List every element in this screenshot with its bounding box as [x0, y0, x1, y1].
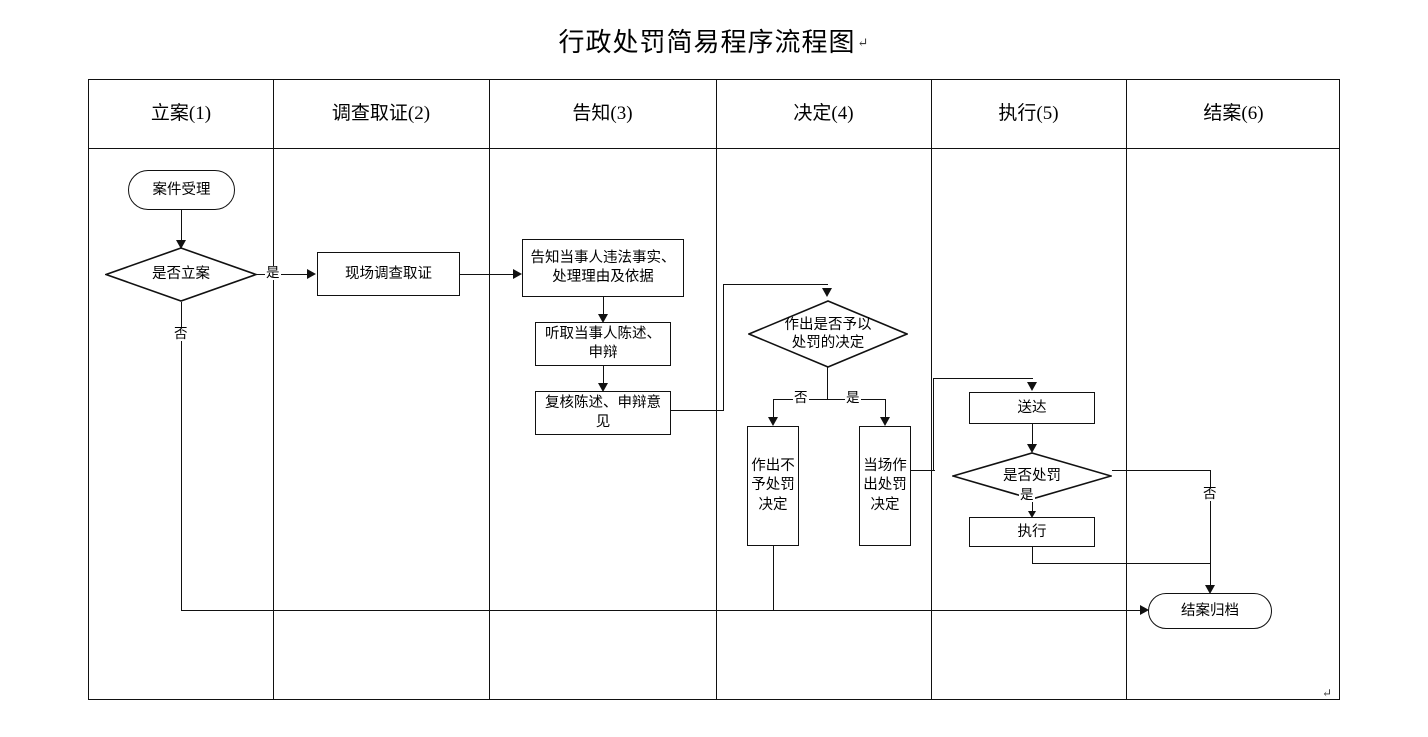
arrow-penalty-yes	[1028, 511, 1036, 518]
node-hear-statement[interactable]: 听取当事人陈述、申辩	[535, 322, 671, 366]
lane-header-close: 结案(6)	[1203, 103, 1264, 124]
lane-header-notify: 告知(3)	[572, 103, 633, 124]
edge-accept-to-file	[181, 210, 182, 244]
edge-review-up	[723, 284, 724, 411]
header-divider	[89, 148, 1339, 149]
arrow-notify-to-hear	[598, 314, 608, 323]
arrow-file-yes	[307, 269, 316, 279]
paragraph-mark-icon: ↵	[857, 35, 870, 50]
edge-penalty-no-right	[1112, 470, 1211, 471]
edge-hear-to-review	[603, 366, 604, 387]
node-notify-party[interactable]: 告知当事人违法事实、处理理由及依据	[522, 239, 684, 297]
page-title: 行政处罚简易程序流程图↵	[0, 22, 1428, 59]
edge-no-punish-to-archive	[773, 546, 774, 611]
edge-deliver-to-punish-check	[1032, 424, 1033, 448]
edge-file-yes	[257, 274, 309, 275]
edge-file-no-horizontal	[181, 610, 1145, 611]
edge-label-file-yes: 是	[265, 265, 281, 280]
arrow-deliver-to-punish-check	[1027, 444, 1037, 453]
edge-label-file-no: 否	[173, 326, 189, 341]
arrow-hear-to-review	[598, 383, 608, 392]
decision-whether-punish-onsite[interactable]: 作出是否予以 处罚的决定	[748, 300, 908, 368]
edge-label-decide-yes: 是	[845, 390, 861, 405]
arrow-into-deliver	[1027, 382, 1037, 391]
lane-header-investigate: 调查取证(2)	[331, 103, 431, 124]
lane-header-lian: 立案(1)	[150, 103, 212, 124]
lane-divider-1	[273, 80, 274, 699]
edge-penalty-no-down	[1210, 470, 1211, 588]
node-close-and-archive[interactable]: 结案归档	[1148, 593, 1272, 629]
node-case-acceptance[interactable]: 案件受理	[128, 170, 235, 210]
node-no-punish-decision[interactable]: 作出不予处罚决定	[747, 426, 799, 546]
edge-penalty-yes	[1032, 499, 1033, 516]
edge-label-punish-yes: 是	[1019, 487, 1035, 502]
arrow-into-close-archive-top	[1205, 585, 1215, 594]
edge-label-decide-no: 否	[793, 390, 809, 405]
lane-header-decide: 决定(4)	[793, 103, 854, 124]
edge-review-right	[671, 410, 724, 411]
arrow-decide-yes	[880, 417, 890, 426]
edge-investigate-to-notify	[460, 274, 515, 275]
page-title-text: 行政处罚简易程序流程图	[558, 28, 856, 57]
swimlane-table: 立案(1) 调查取证(2) 告知(3) 决定(4) 执行(5) 结案(6)	[88, 79, 1340, 700]
edge-decide-no-down	[773, 399, 774, 421]
arrow-into-close-archive-left	[1140, 605, 1149, 615]
node-onsite-punish-decision[interactable]: 当场作出处罚决定	[859, 426, 911, 546]
edge-decision-stem	[827, 367, 828, 400]
lane-divider-5	[1126, 80, 1127, 699]
lane-divider-4	[931, 80, 932, 699]
edge-notify-to-hear	[603, 297, 604, 318]
arrow-investigate-to-notify	[513, 269, 522, 279]
edge-decide-yes-down	[885, 399, 886, 421]
decision-whether-file[interactable]: 是否立案	[105, 247, 257, 302]
lane-divider-3	[716, 80, 717, 699]
edge-decision-split	[773, 399, 886, 400]
node-review-statement[interactable]: 复核陈述、申辩意见	[535, 391, 671, 435]
edge-file-no-vertical	[181, 302, 182, 611]
node-deliver[interactable]: 送达	[969, 392, 1095, 424]
node-execute[interactable]: 执行	[969, 517, 1095, 547]
edge-onsite-punish-to-deliver	[933, 378, 1033, 379]
trailing-paragraph-mark-icon: ↵	[1322, 686, 1333, 700]
edge-label-punish-no: 否	[1202, 486, 1218, 501]
edge-review-to-decision	[723, 284, 828, 285]
arrow-decide-no	[768, 417, 778, 426]
edge-execute-right	[1032, 563, 1211, 564]
arrow-into-decision-diamond	[822, 288, 832, 297]
node-onsite-investigation[interactable]: 现场调查取证	[317, 252, 460, 296]
lane-divider-2	[489, 80, 490, 699]
edge-onsite-punish-right	[911, 470, 935, 471]
arrow-accept-to-file	[176, 240, 186, 249]
edge-execute-down	[1032, 547, 1033, 564]
lane-header-execute: 执行(5)	[998, 103, 1059, 124]
edge-onsite-punish-up	[933, 378, 934, 471]
